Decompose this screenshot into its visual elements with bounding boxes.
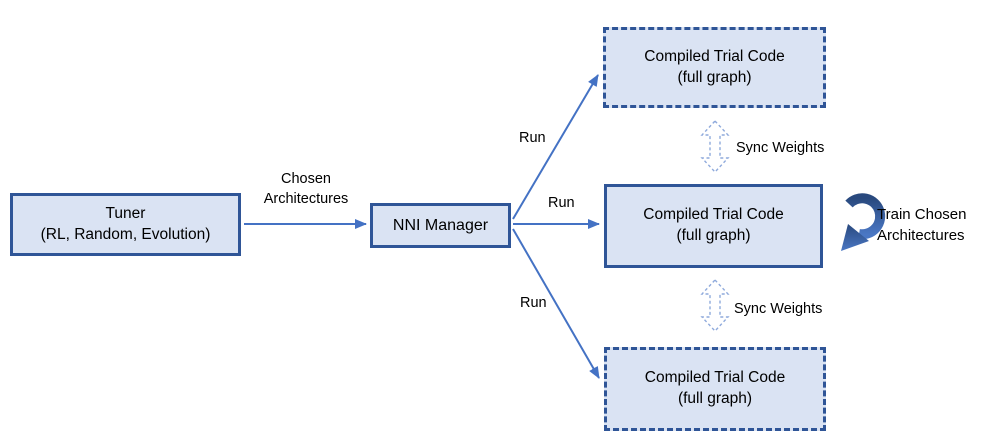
sync-weights-arrow-top [700,119,730,174]
tuner-box: Tuner (RL, Random, Evolution) [10,193,241,256]
compiled-trial-code-box-top: Compiled Trial Code (full graph) [603,27,826,108]
nni-manager-box: NNI Manager [370,203,511,248]
train-chosen-architectures-label: Train Chosen Architectures [877,206,967,245]
sync-weights-arrow-bottom [700,278,730,333]
run-label-bottom: Run [520,295,547,311]
run-label-top: Run [519,130,546,146]
arrow-run-bottom [512,228,600,379]
run-label-middle: Run [548,195,575,211]
sync-weights-label-bottom: Sync Weights [734,301,823,317]
chosen-architectures-label: Chosen Architectures [263,171,349,208]
train-cycle-arrow-icon [841,193,886,251]
sync-weights-label-top: Sync Weights [736,140,825,156]
compiled-trial-code-box-middle: Compiled Trial Code (full graph) [604,184,823,268]
compiled-trial-code-box-bottom: Compiled Trial Code (full graph) [604,347,826,431]
arrow-run-top [512,74,599,220]
